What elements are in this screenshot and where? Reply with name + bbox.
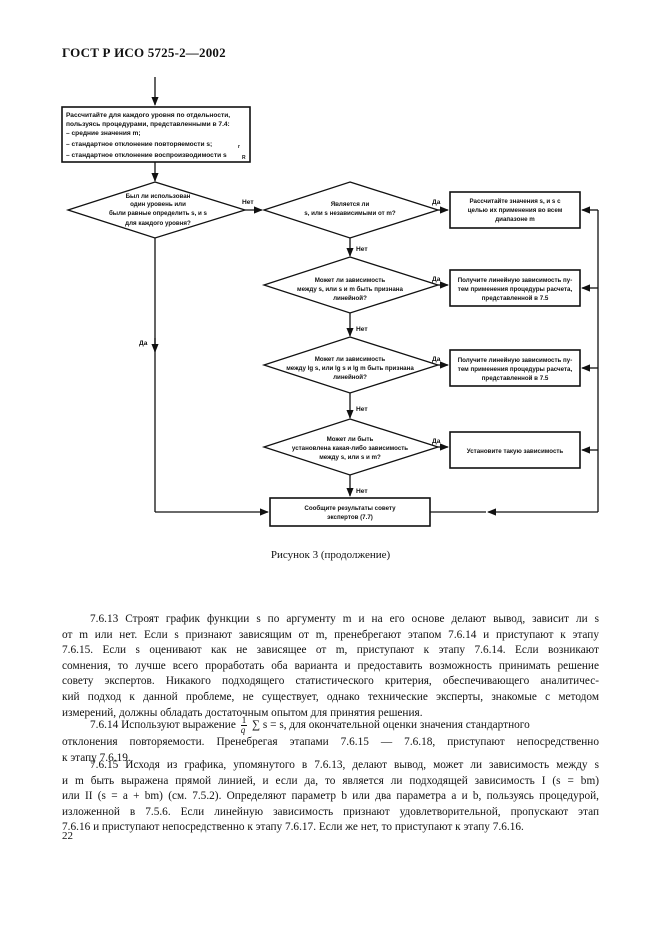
svg-text:Сообщите результаты совету: Сообщите результаты совету: [304, 505, 396, 512]
text-line: 7.6.15. Если s оценивают как не зависяще…: [62, 644, 599, 657]
svg-text:Был ли использован: Был ли использован: [126, 193, 191, 200]
box-report-text: Сообщите результаты совету экспертов (7.…: [304, 505, 396, 521]
fraction-numerator: 1: [240, 715, 248, 726]
text-line: 7.6.13 Строят график функции s по аргуме…: [90, 613, 599, 625]
box-linear-text: Получите линейную зависимость пу- тем пр…: [458, 277, 573, 302]
box-log-linear-text: Получите линейную зависимость пу- тем пр…: [458, 357, 573, 382]
box-log-linear: [449, 349, 581, 387]
svg-text:тем применения процедуры расче: тем применения процедуры расчета,: [458, 286, 573, 293]
label-d1-no: Нет: [242, 199, 254, 206]
decision-other-text: Может ли быть установлена какая-либо зав…: [292, 436, 408, 461]
label-d3-yes: Да: [432, 276, 441, 283]
label-d2-no: Нет: [356, 246, 368, 253]
figure-caption: Рисунок 3 (продолжение): [270, 549, 391, 561]
text-line: 7.6.15 Исходя из графика, упомянутого в …: [90, 759, 599, 771]
text-line: изложенной в 7.5.6. Если линейную зависи…: [62, 805, 599, 818]
svg-text:между s, или s и m быть призна: между s, или s и m быть признана: [297, 286, 403, 293]
decision-linear-text: Может ли зависимость между s, или s и m …: [297, 277, 403, 302]
svg-text:линейной?: линейной?: [333, 295, 367, 302]
svg-text:один уровень или: один уровень или: [130, 201, 186, 208]
text-line: измерений, должны обладать достаточным о…: [62, 706, 423, 719]
label-d4-yes: Да: [432, 356, 441, 363]
start-box: [61, 106, 251, 163]
text-line: сомнения, то лучше всего проработать оба…: [62, 659, 599, 672]
svg-text:– средние значения m;: – средние значения m;: [66, 130, 141, 137]
svg-text:– стандартное отклонение повто: – стандартное отклонение повторяемости s…: [66, 141, 212, 148]
box-establish-text: Установите такую зависимость: [467, 448, 564, 455]
svg-text:s, или s независимыми от m?: s, или s независимыми от m?: [304, 210, 396, 217]
svg-text:r: r: [238, 144, 240, 150]
svg-text:целью их применения во всем: целью их применения во всем: [468, 207, 563, 214]
text-segment: 7.6.14 Используют выражение: [90, 719, 236, 732]
label-d4-no: Нет: [356, 406, 368, 413]
box-establish: [449, 431, 581, 469]
svg-text:для каждого уровня?: для каждого уровня?: [125, 220, 191, 227]
svg-text:линейной?: линейной?: [333, 374, 367, 381]
label-d3-no: Нет: [356, 326, 368, 333]
svg-text:R: R: [242, 155, 246, 161]
start-box-text: Рассчитайте для каждого уровня по отдель…: [66, 111, 246, 161]
label-d5-no: Нет: [356, 488, 368, 495]
page-number: 22: [62, 830, 73, 842]
box-average-text: Рассчитайте значения s, и s с целью их п…: [468, 198, 563, 223]
box-average: [449, 191, 581, 229]
svg-text:тем применения процедуры расче: тем применения процедуры расчета,: [458, 366, 573, 373]
label-d1-yes: Да: [139, 340, 148, 347]
paragraph-7-6-13: 7.6.13 Строят график функции s по аргуме…: [62, 612, 599, 721]
svg-text:между lg s, или lg s и lg m бы: между lg s, или lg s и lg m быть признан…: [286, 365, 414, 372]
decision-all-levels-text: Был ли использован один уровень или были…: [109, 193, 208, 227]
svg-text:диапазоне m: диапазоне m: [495, 216, 535, 223]
svg-text:Установите такую зависимость: Установите такую зависимость: [467, 448, 564, 455]
text-line: 7.6.16 и приступают непосредственно к эт…: [62, 821, 524, 834]
svg-text:были равные определить s, и s: были равные определить s, и s: [109, 210, 208, 217]
fraction-denominator: q: [240, 725, 246, 735]
svg-text:Может ли быть: Может ли быть: [327, 436, 374, 443]
flowchart: Рассчитайте для каждого уровня по отдель…: [61, 77, 599, 527]
svg-text:между s, или s и m?: между s, или s и m?: [319, 454, 381, 461]
svg-text:Рассчитайте для каждого уровня: Рассчитайте для каждого уровня по отдель…: [66, 111, 230, 119]
svg-text:экспертов (7.7): экспертов (7.7): [327, 514, 373, 521]
decision-independent-text: Является ли s, или s независимыми от m?: [304, 201, 396, 217]
svg-text:Получите линейную зависимость: Получите линейную зависимость пу-: [458, 277, 573, 284]
paragraph-7-6-15: 7.6.15 Исходя из графика, упомянутого в …: [62, 758, 599, 836]
svg-text:Может ли зависимость: Может ли зависимость: [315, 277, 386, 284]
text-segment: ∑ s = s, для окончательной оценки значен…: [252, 719, 530, 732]
svg-text:Является ли: Является ли: [331, 201, 370, 208]
box-report: [269, 497, 431, 527]
svg-text:– стандартное отклонение воспр: – стандартное отклонение воспроизводимос…: [66, 152, 227, 159]
label-d5-yes: Да: [432, 438, 441, 445]
text-line: и m быть выражена прямой линией, и если …: [62, 774, 599, 787]
svg-text:Рассчитайте значения s, и s с: Рассчитайте значения s, и s с: [469, 198, 561, 205]
text-line: к этапу 7.6.19.: [62, 751, 131, 764]
svg-text:Получите линейную зависимость: Получите линейную зависимость пу-: [458, 357, 573, 364]
decision-linear: [261, 256, 441, 314]
svg-text:пользуясь процедурами, предста: пользуясь процедурами, представленными в…: [66, 121, 230, 128]
svg-text:представленной в 7.5: представленной в 7.5: [482, 295, 549, 302]
svg-text:Может ли зависимость: Может ли зависимость: [315, 356, 386, 363]
text-line: от m или нет. Если s признают зависящим …: [62, 628, 599, 641]
document-header: ГОСТ Р ИСО 5725-2—2002: [62, 45, 226, 60]
decision-log-linear-text: Может ли зависимость между lg s, или lg …: [286, 356, 414, 381]
text-line: отклонения повторяемости. Пренебрегая эт…: [62, 736, 599, 748]
text-line: кий подход к данной проблеме, не существ…: [62, 690, 599, 703]
text-line: совету экспертов. Никакого подходящего с…: [62, 675, 599, 688]
svg-text:представленной в 7.5: представленной в 7.5: [482, 375, 549, 382]
label-d2-yes: Да: [432, 199, 441, 206]
svg-text:установлена какая-либо зависим: установлена какая-либо зависимость: [292, 445, 408, 452]
text-line: или II (s = a + bm) (см. 7.5.2). Определ…: [62, 790, 599, 803]
box-linear: [449, 269, 581, 307]
